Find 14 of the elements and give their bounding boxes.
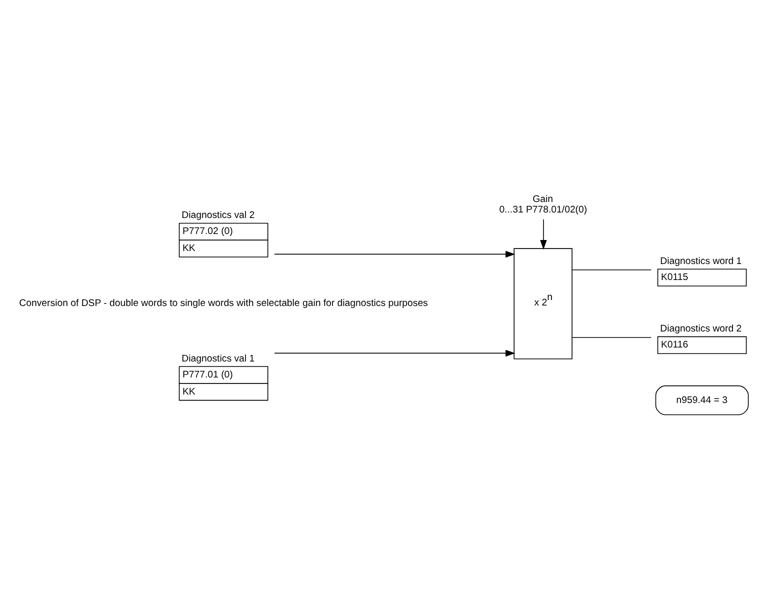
node-label: Diagnostics word 1 bbox=[660, 255, 742, 266]
node-box: K0116 bbox=[657, 336, 747, 354]
node-label: Diagnostics val 2 bbox=[182, 210, 255, 221]
node-label: Diagnostics val 1 bbox=[182, 352, 255, 364]
connector bbox=[572, 269, 652, 270]
node-label: Diagnostics word 2 bbox=[660, 323, 742, 334]
connector bbox=[572, 336, 652, 338]
node-text: Gain 0...31 P778.01/02(0) bbox=[499, 193, 588, 215]
arrow bbox=[540, 218, 547, 250]
arrow bbox=[274, 250, 516, 258]
arrow bbox=[274, 349, 516, 356]
label: Conversion of DSP - double words to single words with selectable gain for diagnostics purposes bbox=[19, 298, 428, 309]
node-box: K0115 bbox=[657, 268, 747, 286]
node-box: n959.44 = 3 bbox=[655, 384, 749, 415]
